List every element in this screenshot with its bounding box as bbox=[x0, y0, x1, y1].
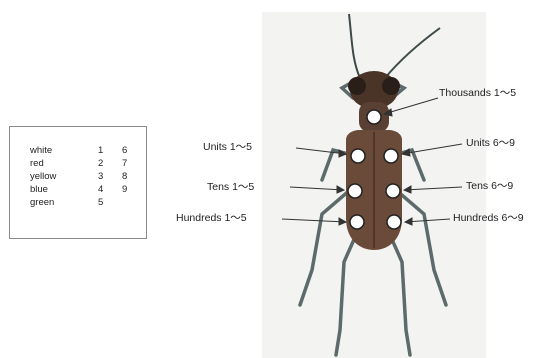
marker-dot-hundreds-right bbox=[387, 215, 401, 229]
marker-dot-tens-right bbox=[386, 184, 400, 198]
label-units-left: Units 1～5 bbox=[203, 141, 252, 153]
pointer-tens-right bbox=[404, 187, 462, 190]
marker-dot-thousands bbox=[367, 110, 381, 124]
pointer-tens-left bbox=[290, 187, 344, 190]
marker-dot-hundreds-left bbox=[350, 215, 364, 229]
label-tens-right: Tens 6～9 bbox=[466, 180, 513, 192]
right-eye bbox=[382, 77, 400, 95]
right-antenna bbox=[385, 28, 440, 78]
label-tens-left: Tens 1～5 bbox=[207, 181, 254, 193]
marker-dot-units-left bbox=[351, 149, 365, 163]
marker-dot-units-right bbox=[384, 149, 398, 163]
label-units-right: Units 6～9 bbox=[466, 137, 515, 149]
label-thousands: Thousands 1～5 bbox=[439, 87, 516, 99]
marker-dot-tens-left bbox=[348, 184, 362, 198]
left-eye bbox=[348, 77, 366, 95]
label-hundreds-right: Hundreds 6～9 bbox=[453, 212, 524, 224]
label-hundreds-left: Hundreds 1～5 bbox=[176, 212, 247, 224]
left-antenna bbox=[349, 14, 360, 78]
pointer-hundreds-left bbox=[282, 219, 346, 222]
